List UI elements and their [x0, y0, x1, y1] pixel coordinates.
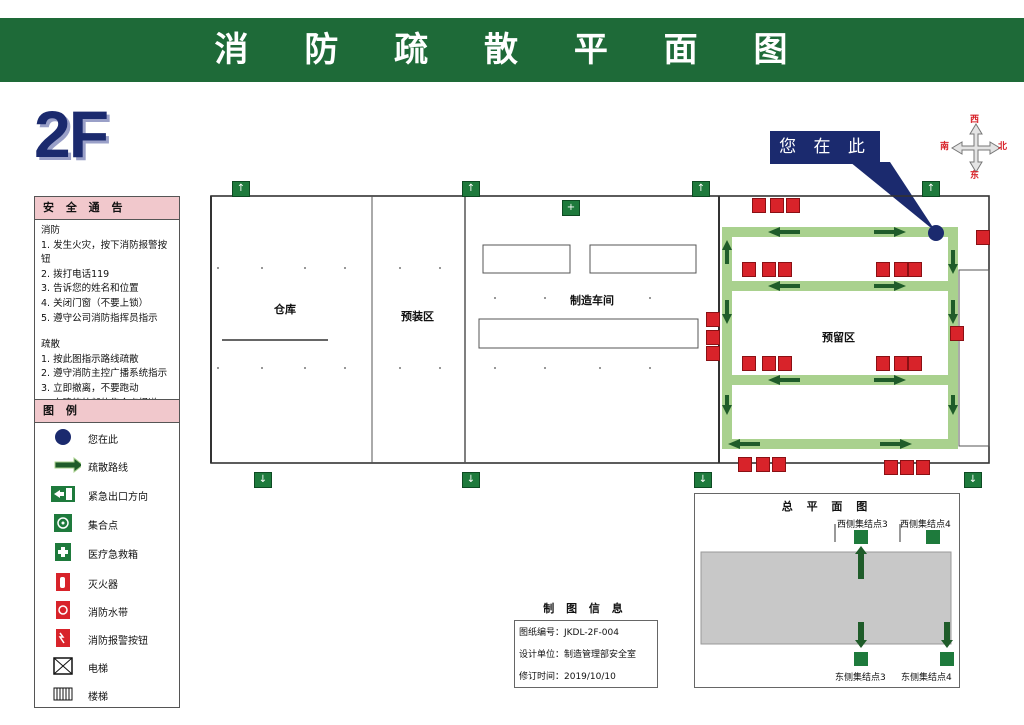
fire-hose-icon	[56, 601, 70, 619]
extinguisher-icon	[706, 312, 720, 327]
extinguisher-icon	[786, 198, 800, 213]
extinguisher-icon	[908, 262, 922, 277]
legend-item: 电梯	[35, 655, 179, 679]
exit-sign-icon: ↑	[462, 181, 480, 197]
safety-notice-heading: 安 全 通 告	[35, 197, 179, 220]
elevator-icon	[53, 657, 73, 675]
first-aid-icon	[55, 543, 71, 561]
drawing-info-heading: 制 图 信 息	[543, 602, 627, 615]
fire-step: 1. 发生火灾，按下消防报警按钮	[41, 239, 168, 266]
extinguisher-icon	[876, 262, 890, 277]
exit-sign-icon: ↑	[922, 181, 940, 197]
extinguisher-icon	[876, 356, 890, 371]
exit-sign-icon: ↓	[694, 472, 712, 488]
extinguisher-icon	[770, 198, 784, 213]
extinguisher-icon	[738, 457, 752, 472]
design-unit: 设计单位：制造管理部安全室	[519, 650, 637, 660]
exit-sign-icon: ↓	[964, 472, 982, 488]
extinguisher-icon	[884, 460, 898, 475]
extinguisher-icon	[778, 356, 792, 371]
extinguisher-icon	[56, 573, 70, 591]
you-are-here-icon	[55, 429, 71, 445]
legend-heading: 图 例	[35, 400, 179, 423]
compass-west-label: 西	[970, 115, 980, 125]
compass-icon	[951, 123, 1001, 173]
compass-south-label: 南	[940, 142, 950, 152]
site-overview-panel: 总 平 面 图 西侧集结点3 西侧集结点4 东侧集结点3 东侧集结点4	[694, 493, 960, 688]
drawing-info-box: 图纸编号：JKDL-2F-004 设计单位：制造管理部安全室 修订时间：2019…	[514, 620, 658, 688]
overview-heading: 总 平 面 图	[781, 500, 873, 513]
room-warehouse: 仓库	[274, 303, 296, 316]
exit-sign-icon: ↑	[692, 181, 710, 197]
assembly-point-label: 东侧集结点3	[835, 673, 886, 683]
evac-step: 3. 立即撤离，不要跑动	[41, 382, 139, 394]
legend-panel: 图 例 您在此 疏散路线 紧急出口方向 集合点 医疗急救箱 灭火器 消防水带 消…	[34, 399, 180, 708]
overview-map	[700, 524, 954, 666]
extinguisher-icon	[900, 460, 914, 475]
legend-item: 集合点	[35, 512, 179, 536]
exit-sign-icon	[51, 486, 75, 502]
extinguisher-icon	[742, 262, 756, 277]
fire-step: 2. 拨打电话119	[41, 268, 110, 280]
floor-label: 2F	[34, 97, 109, 171]
first-aid-icon: +	[562, 200, 580, 216]
exit-sign-icon: ↓	[462, 472, 480, 488]
fire-section-title: 消防	[41, 225, 61, 236]
callout-pointer	[850, 162, 936, 232]
legend-item: 楼梯	[35, 683, 179, 707]
legend-item: 灭火器	[35, 571, 179, 595]
alarm-button-icon	[56, 629, 70, 647]
assembly-point-icon	[54, 514, 72, 532]
evac-step: 1. 按此图指示路线疏散	[41, 353, 139, 365]
title-banner	[0, 18, 1024, 82]
room-preassembly: 预装区	[401, 310, 434, 323]
legend-item: 紧急出口方向	[35, 483, 179, 507]
legend-item: 医疗急救箱	[35, 541, 179, 565]
extinguisher-icon	[950, 326, 964, 341]
extinguisher-icon	[706, 330, 720, 345]
extinguisher-icon	[778, 262, 792, 277]
you-are-here-callout: 您 在 此	[770, 131, 880, 164]
legend-item: 消防水带	[35, 599, 179, 623]
extinguisher-icon	[752, 198, 766, 213]
extinguisher-icon	[772, 457, 786, 472]
safety-notice-panel: 安 全 通 告 消防 1. 发生火灾，按下消防报警按钮 2. 拨打电话119 3…	[34, 196, 180, 417]
extinguisher-icon	[756, 457, 770, 472]
legend-item: 您在此	[35, 426, 179, 450]
extinguisher-icon	[908, 356, 922, 371]
exit-sign-icon: ↓	[254, 472, 272, 488]
revision-date: 修订时间：2019/10/10	[519, 672, 616, 682]
evacuation-arrow-icon	[54, 456, 81, 474]
compass-north-label: 北	[998, 142, 1008, 152]
fire-step: 5. 遵守公司消防指挥员指示	[41, 312, 158, 324]
legend-item: 疏散路线	[35, 454, 179, 478]
extinguisher-icon	[742, 356, 756, 371]
evac-section-title: 疏散	[41, 339, 61, 351]
extinguisher-icon	[976, 230, 990, 245]
assembly-point-label: 西侧集结点3	[837, 520, 888, 530]
assembly-point-label: 西侧集结点4	[900, 520, 951, 530]
fire-step: 3. 告诉您的姓名和位置	[41, 283, 139, 295]
room-reserved: 预留区	[822, 331, 855, 344]
extinguisher-icon	[762, 262, 776, 277]
compass-east-label: 东	[970, 171, 980, 181]
extinguisher-icon	[894, 262, 908, 277]
room-workshop: 制造车间	[570, 294, 614, 307]
legend-item: 消防报警按钮	[35, 627, 179, 651]
stairs-icon	[53, 687, 73, 701]
fire-step: 4. 关闭门窗（不要上锁）	[41, 297, 149, 309]
assembly-point-label: 东侧集结点4	[901, 673, 952, 683]
extinguisher-icon	[894, 356, 908, 371]
extinguisher-icon	[916, 460, 930, 475]
extinguisher-icon	[706, 346, 720, 361]
page-title: 消 防 疏 散 平 面 图	[214, 30, 810, 70]
extinguisher-icon	[762, 356, 776, 371]
evac-step: 2. 遵守消防主控广播系统指示	[41, 368, 168, 380]
drawing-number: 图纸编号：JKDL-2F-004	[519, 628, 619, 638]
exit-sign-icon: ↑	[232, 181, 250, 197]
